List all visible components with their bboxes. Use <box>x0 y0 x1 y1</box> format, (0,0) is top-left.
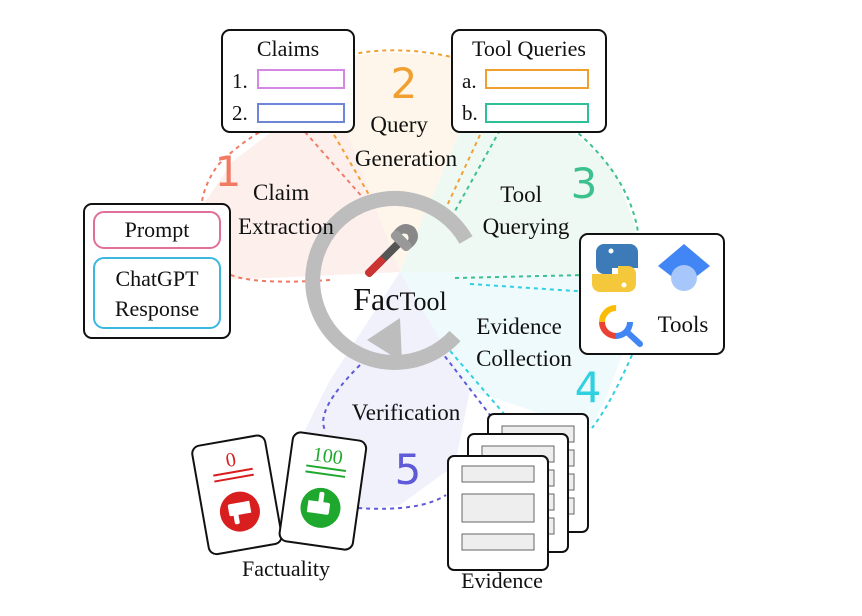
evidence-label: Evidence <box>461 568 543 593</box>
tool-queries-item-a-bar <box>485 69 589 89</box>
factuality-card-100: 100 <box>278 431 368 551</box>
tools-box: Tools <box>579 233 725 355</box>
stage-3-base <box>454 274 586 279</box>
stage-2-boundary <box>319 49 457 65</box>
scholar-icon <box>658 244 710 291</box>
prompt-pill <box>93 211 221 249</box>
stage-1-number: 1 <box>215 147 242 196</box>
tool-queries-box: Tool Queries a. b. <box>451 29 607 133</box>
stage-5-divider <box>439 349 491 416</box>
claims-item-2-bar <box>257 103 345 123</box>
claims-item-1-bar <box>257 69 345 89</box>
factuality-score-100: 100 <box>311 443 344 469</box>
response-label-line2: Response <box>115 296 199 321</box>
stage-5-bottom-boundary <box>357 494 447 510</box>
stage-3-number: 3 <box>571 159 598 208</box>
claims-item-1-label: 1. <box>232 69 248 93</box>
tools-label: Tools <box>658 312 709 337</box>
cycle-arrow <box>305 191 473 370</box>
cycle-arrow-mask <box>346 325 466 375</box>
factuality-label: Factuality <box>242 556 330 581</box>
stage-1-label: Claim Extraction <box>238 180 334 239</box>
stage-2-number: 2 <box>391 59 418 108</box>
stage-5-number: 5 <box>395 445 422 494</box>
stage-4-number: 4 <box>575 363 602 412</box>
stage-2-divider-left <box>329 127 376 206</box>
factuality-score-0: 0 <box>224 449 238 472</box>
stage-1-boundary <box>200 111 331 283</box>
factuality-card-0: 0 <box>191 434 283 556</box>
cycle-arrow-head <box>367 318 402 362</box>
thumbs-down-icon <box>219 491 260 532</box>
claims-item-2-label: 2. <box>232 101 248 125</box>
wrench-icon <box>364 223 419 278</box>
input-box: Prompt ChatGPT Response <box>83 203 231 339</box>
search-icon <box>599 305 643 347</box>
claims-title: Claims <box>257 36 319 61</box>
stage-4-label: Evidence Collection <box>476 314 572 371</box>
tool-queries-title: Tool Queries <box>472 36 586 61</box>
evidence-stack <box>447 413 589 571</box>
thumbs-up-icon <box>300 487 341 528</box>
stage-5-boundary <box>322 364 361 431</box>
stage-1-sector <box>200 108 400 280</box>
response-label: ChatGPT <box>115 266 199 291</box>
stage-5-label: Verification <box>352 400 461 425</box>
tool-queries-item-b-bar <box>485 103 589 123</box>
evidence-doc-front <box>447 455 549 571</box>
prompt-label: Prompt <box>125 217 190 242</box>
claims-box: Claims 1. 2. <box>221 29 355 133</box>
tool-queries-item-a-label: a. <box>462 69 477 93</box>
response-pill <box>93 257 221 329</box>
stage-1-divider <box>304 131 366 201</box>
stage-4-boundary <box>591 354 633 429</box>
stage-2-label: Query Generation <box>355 112 458 171</box>
stage-3-label: Tool Querying <box>483 182 570 239</box>
stage-2-sector <box>320 52 470 272</box>
python-icon <box>592 244 638 292</box>
center-title: FacTool <box>353 281 447 317</box>
stage-3-divider <box>449 129 501 221</box>
stage-2-divider-right <box>444 134 481 211</box>
tool-queries-item-b-label: b. <box>462 101 478 125</box>
